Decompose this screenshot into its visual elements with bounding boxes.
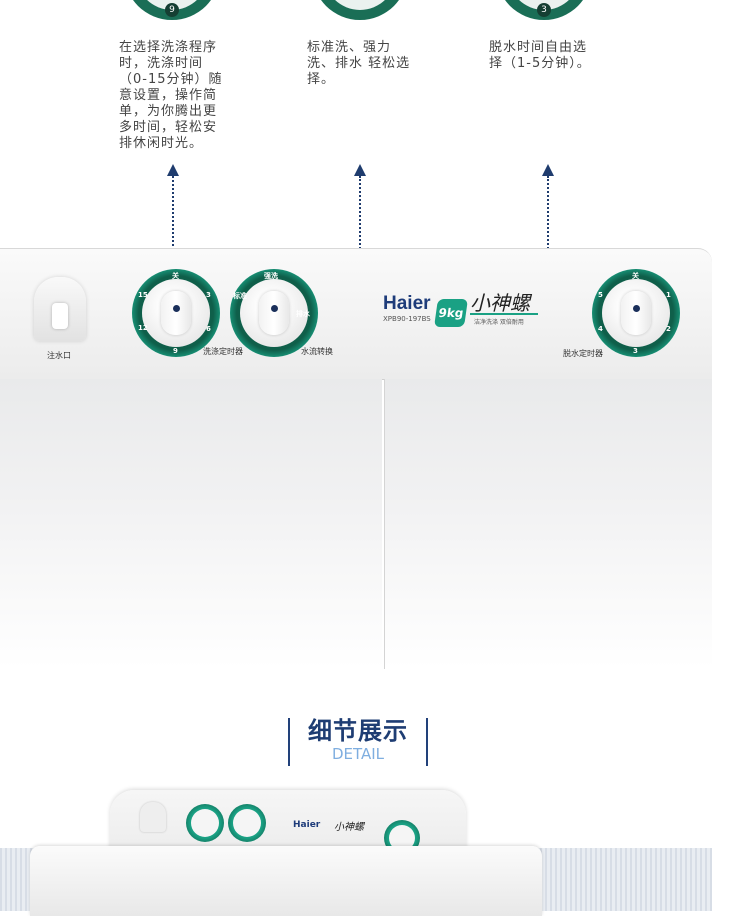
dial-tick: 12 [138, 324, 148, 332]
water-switch-label: 水流转换 [301, 347, 333, 356]
dial-tick: 1 [666, 291, 671, 299]
water-switch-dial[interactable]: 强洗 标准 排水 [230, 269, 318, 357]
washer-lid [30, 846, 542, 916]
dial-number: 3 [537, 3, 551, 17]
wash-tub-lid[interactable] [0, 379, 382, 669]
dial-tick: 4 [598, 325, 603, 333]
dial-tick: 关 [632, 272, 639, 280]
dial-tick: 15 [138, 291, 148, 299]
spin-timer-label: 脱水定时器 [563, 349, 603, 358]
wash-timer-dial[interactable]: 关 3 6 9 12 15 [132, 269, 220, 357]
water-switch-dial-closeup [312, 0, 408, 20]
dial-tick: 2 [666, 325, 671, 333]
background [712, 248, 750, 668]
inlet-label: 注水口 [47, 351, 71, 360]
dial-tick: 排水 [296, 310, 310, 318]
pointer-line [547, 176, 549, 296]
dial-pointer-icon [633, 305, 640, 312]
spin-timer-description: 脱水时间自由选 择（1-5分钟）。 [489, 40, 591, 71]
spin-tub-lid[interactable] [384, 379, 713, 669]
water-inlet[interactable] [34, 277, 86, 341]
dial-tick: 5 [598, 291, 603, 299]
wash-timer-description: 在选择洗涤程序 时，洗涤时间 （0-15分钟）随 意设置，操作简 单，为你腾出更… [119, 40, 223, 151]
section-title-cn: 细节展示 [308, 717, 408, 745]
control-panel: 注水口 关 3 6 9 12 15 洗涤定时器 强洗 标准 排水 水流转换 Ha… [0, 248, 712, 380]
wash-timer-dial [186, 804, 224, 842]
dial-number: 9 [165, 3, 179, 17]
dial-knob[interactable] [161, 291, 191, 335]
arrow-up-icon [542, 164, 554, 176]
dial-pointer-icon [271, 305, 278, 312]
washer-preview: Haier 小神螺 [30, 790, 542, 916]
section-title-en: DETAIL [331, 745, 385, 763]
series-name: 小神螺 [470, 291, 530, 315]
brand-logo: Haier [383, 293, 431, 314]
slogan: 洁净洗涤 双倍耐用 [474, 319, 524, 326]
brand-logo: Haier [293, 820, 321, 830]
dial-tick: 6 [206, 325, 211, 333]
dial-pointer-icon [173, 305, 180, 312]
arrow-up-icon [167, 164, 179, 176]
spin-timer-dial-closeup: 3 [496, 0, 592, 20]
arrow-up-icon [354, 164, 366, 176]
dial-tick: 9 [173, 347, 178, 355]
water-inlet [140, 802, 166, 832]
dial-tick: 3 [633, 347, 638, 355]
dial-tick: 标准 [233, 292, 247, 300]
dial-tick: 3 [206, 291, 211, 299]
pointer-line [359, 176, 361, 296]
model-number: XPB90-197BS [383, 315, 431, 323]
dial-tick: 强洗 [264, 272, 278, 280]
detail-section-title: 细节展示 DETAIL [288, 717, 428, 766]
series-name: 小神螺 [334, 822, 364, 833]
water-switch-description: 标准洗、强力 洗、排水 轻松选 择。 [307, 40, 411, 87]
spin-timer-dial[interactable]: 关 1 2 3 4 5 [592, 269, 680, 357]
divider [470, 313, 538, 315]
pointer-line [172, 176, 174, 294]
wash-timer-label: 洗涤定时器 [203, 347, 243, 356]
dial-knob[interactable] [621, 291, 651, 335]
dial-knob[interactable] [259, 291, 289, 335]
capacity-badge: 9kg [434, 299, 468, 327]
wash-timer-dial-closeup: 9 [124, 0, 220, 20]
dial-tick: 关 [172, 272, 179, 280]
water-switch-dial [228, 804, 266, 842]
